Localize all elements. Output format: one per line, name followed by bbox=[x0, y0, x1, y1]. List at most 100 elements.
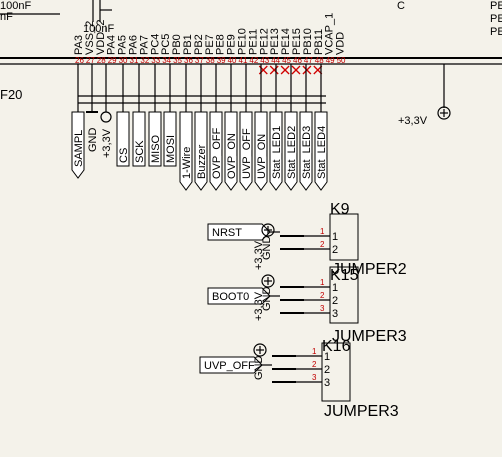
pin-name: PB1 bbox=[182, 34, 194, 55]
pin-name: VSS_2 bbox=[84, 21, 96, 55]
net-label-text: Buzzer bbox=[196, 144, 208, 179]
pin-name: PA4 bbox=[106, 35, 118, 55]
pin-name: PE bbox=[490, 0, 502, 12]
net-label-box bbox=[179, 111, 193, 191]
cap-value: 100nF bbox=[0, 0, 31, 12]
jumper-ref: K15 bbox=[330, 267, 359, 284]
jumper-vcc-label: +3,3V bbox=[253, 291, 265, 321]
pin-number: 46 bbox=[293, 56, 302, 65]
pin-number: 31 bbox=[130, 56, 139, 65]
cap-value: nF bbox=[0, 11, 13, 23]
net-label-box bbox=[209, 111, 223, 191]
net-label-box bbox=[299, 111, 313, 191]
pin-number: 35 bbox=[173, 56, 182, 65]
net-label-text: OVP_ON bbox=[226, 133, 238, 179]
net-label-text: UVP_OFF bbox=[241, 128, 253, 179]
pin-name: PE7 bbox=[204, 34, 216, 55]
jumper-gnd-label: GND bbox=[261, 236, 273, 261]
top-left-fragments: 100nF nF 100nF F20 C bbox=[0, 0, 405, 102]
net-label-box bbox=[269, 111, 283, 191]
jumper-pin-red-number: 1 bbox=[320, 278, 325, 287]
power-symbol-icon bbox=[100, 111, 112, 123]
jumper-pin-red-number: 1 bbox=[312, 347, 317, 356]
net-label-text: Stat_LED4 bbox=[316, 126, 328, 179]
gnd-label: GND bbox=[87, 128, 99, 153]
pin-name: PB11 bbox=[313, 29, 325, 55]
pin-number: 45 bbox=[282, 56, 291, 65]
pin-name: PA5 bbox=[117, 35, 129, 55]
cap-value: 100nF bbox=[83, 23, 114, 35]
pin-number: 26 bbox=[75, 56, 84, 65]
pin-name: PA6 bbox=[128, 35, 140, 55]
jumper-net-label: UVP_OFF bbox=[204, 360, 255, 372]
jumper-ref: K16 bbox=[322, 338, 351, 355]
jumper-pin-red-number: 2 bbox=[312, 360, 317, 369]
jumper-ref: K9 bbox=[330, 201, 350, 218]
jumper-pin-number: 2 bbox=[332, 244, 338, 256]
net-label-box bbox=[224, 111, 238, 191]
net-label-text: SCK bbox=[134, 140, 146, 163]
net-label-box bbox=[163, 111, 177, 167]
jumper-body bbox=[329, 213, 359, 261]
jumper-pin-red-number: 3 bbox=[320, 304, 325, 313]
no-connect-icon bbox=[280, 65, 290, 75]
pin-number: 32 bbox=[140, 56, 149, 65]
pin-number: 41 bbox=[239, 56, 248, 65]
net-label-box bbox=[284, 111, 298, 191]
pin-number: 36 bbox=[184, 56, 193, 65]
pin-name: PB2 bbox=[193, 34, 205, 55]
jumper-pin-number: 2 bbox=[332, 295, 338, 307]
jumper-gnd-label: GND bbox=[261, 287, 273, 312]
pin-number: 37 bbox=[195, 56, 204, 65]
net-label-box bbox=[148, 111, 162, 167]
power-symbol-icon bbox=[261, 274, 275, 288]
net-label-box bbox=[116, 111, 130, 167]
pin-number: 50 bbox=[337, 56, 346, 65]
net-label-text: Stat_LED2 bbox=[286, 126, 298, 179]
jumper-value: JUMPER3 bbox=[324, 403, 399, 420]
pin-name: PE9 bbox=[226, 34, 238, 55]
pin-number: 42 bbox=[249, 56, 258, 65]
jumper-pin-number: 3 bbox=[324, 377, 330, 389]
power-symbol-icon bbox=[437, 106, 451, 120]
jumper-pin-number: 1 bbox=[324, 351, 330, 363]
net-label-text: Stat_LED1 bbox=[271, 126, 283, 179]
pin-number: 30 bbox=[119, 56, 128, 65]
net-label-box bbox=[132, 111, 146, 167]
net-label-text: MOSI bbox=[165, 135, 177, 163]
pin-number: 29 bbox=[108, 56, 117, 65]
no-connect-icon bbox=[291, 65, 301, 75]
power-symbol-icon bbox=[261, 223, 275, 237]
jumper-net-label: NRST bbox=[212, 227, 242, 239]
vcc-label: +3,3V bbox=[398, 115, 428, 127]
pin-number: 40 bbox=[228, 56, 237, 65]
net-label-box bbox=[194, 111, 208, 191]
pin-number: 38 bbox=[206, 56, 215, 65]
no-connect-icon bbox=[269, 65, 279, 75]
net-label-box bbox=[254, 111, 268, 191]
net-label-box bbox=[239, 111, 253, 191]
pin-name: PC5 bbox=[160, 34, 172, 55]
pin-name: VDD bbox=[335, 32, 347, 55]
pin-number: 43 bbox=[260, 56, 269, 65]
chip-pins: PA326VSS_227VDD_228PA429PA530PA631PA732P… bbox=[73, 13, 347, 75]
net-label-text: 1-Wire bbox=[181, 147, 193, 179]
jumper-pin-number: 1 bbox=[332, 231, 338, 243]
pin-number: 39 bbox=[217, 56, 226, 65]
no-connect-icon bbox=[302, 65, 312, 75]
jumper-net-label: BOOT0 bbox=[212, 291, 249, 303]
jumper-pin-red-number: 2 bbox=[320, 291, 325, 300]
pin-name: PE bbox=[490, 26, 502, 38]
jumper-pin-number: 3 bbox=[332, 308, 338, 320]
jumper-body bbox=[329, 266, 359, 324]
pin-name: PB0 bbox=[171, 34, 183, 55]
pin-name: PE14 bbox=[280, 28, 292, 55]
pin-name: VCAP_1 bbox=[324, 13, 336, 55]
